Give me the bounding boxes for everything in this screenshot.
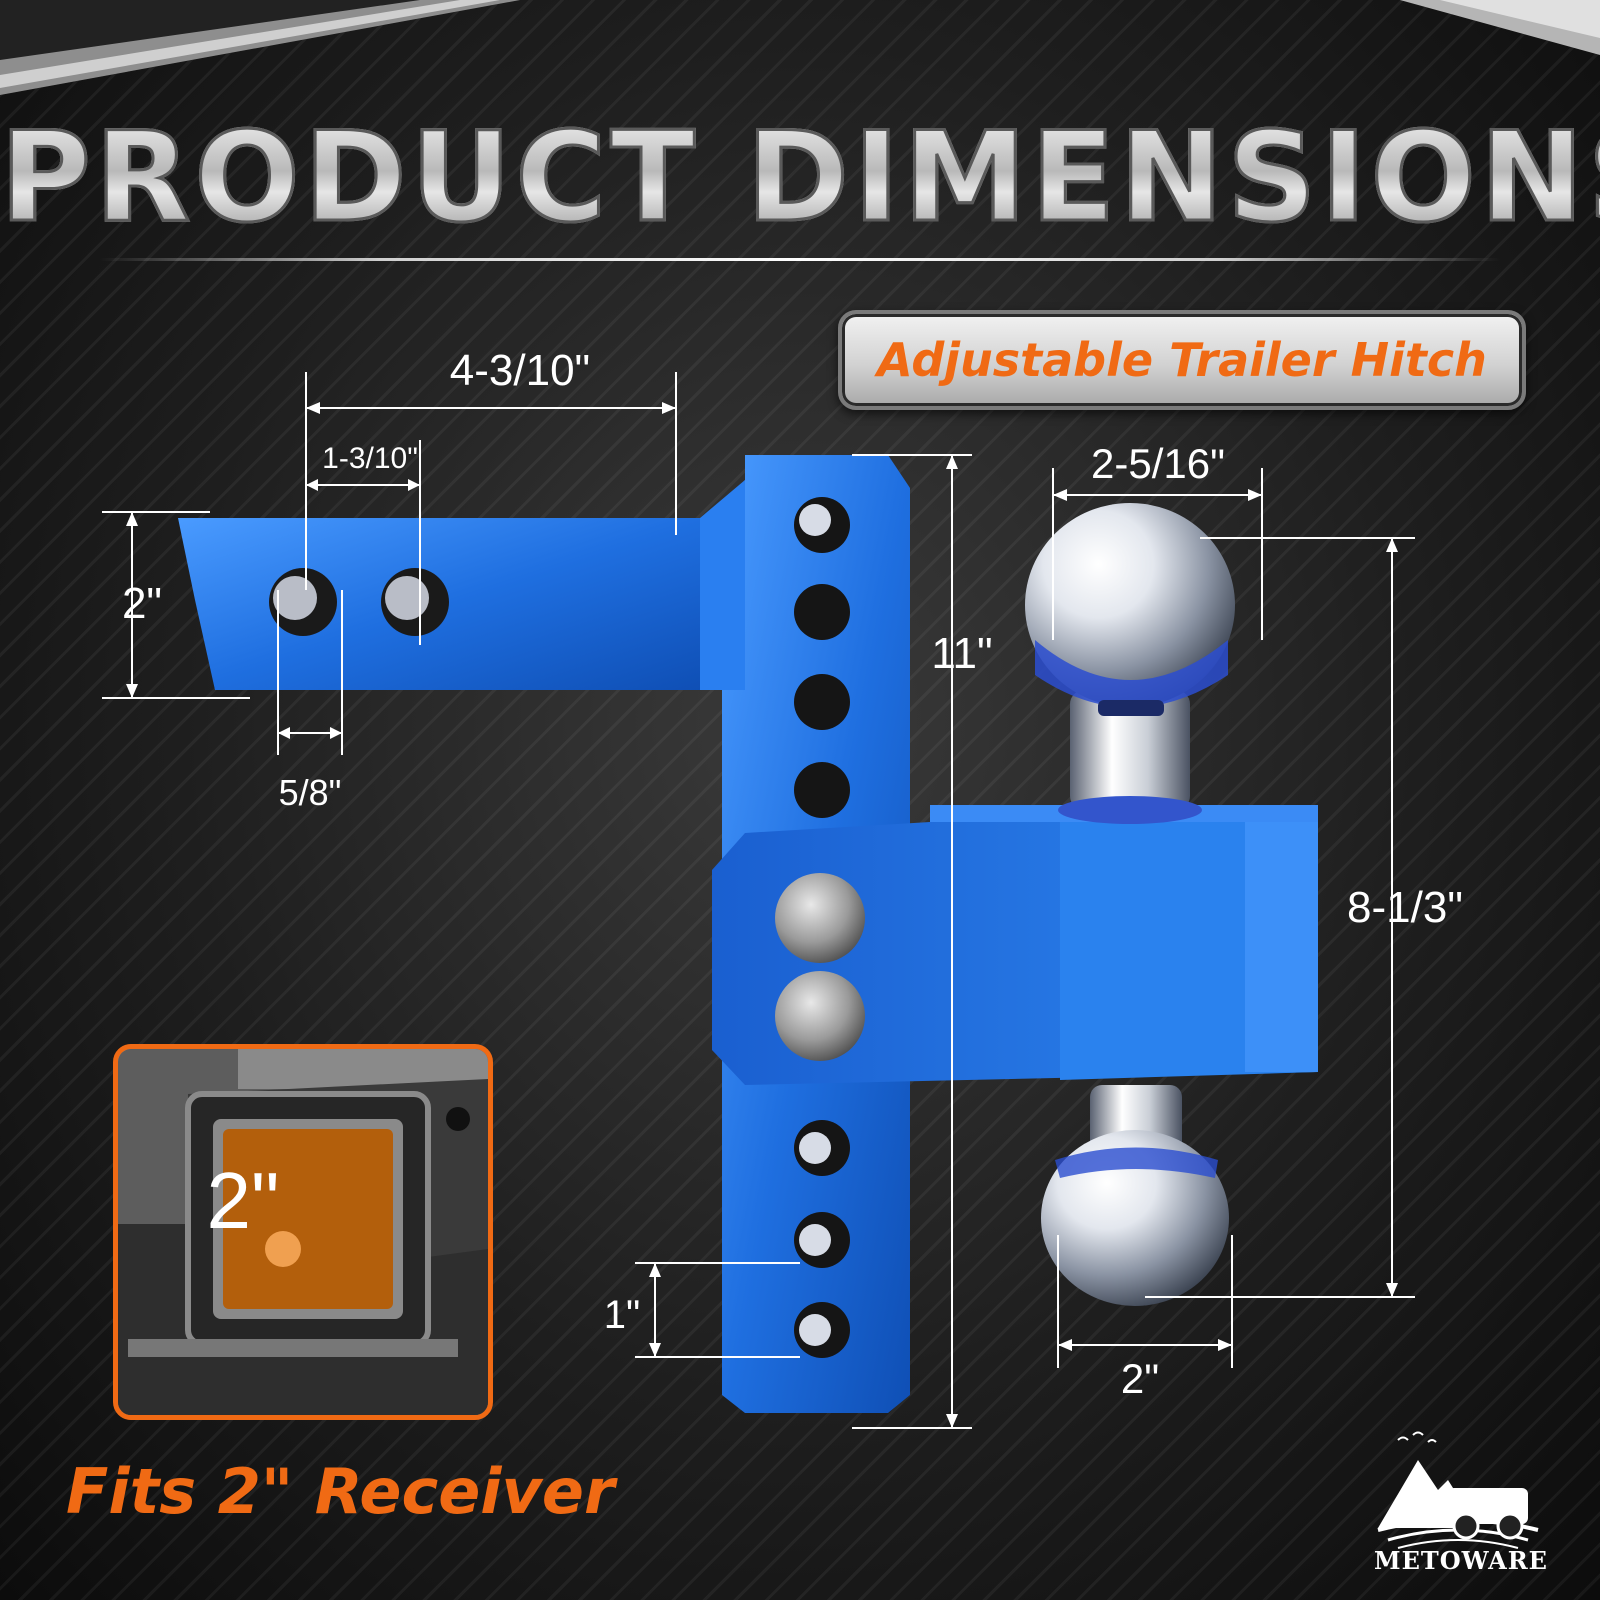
dim-hole-spacing: 1-3/10" <box>322 442 418 475</box>
product-type-badge: Adjustable Trailer Hitch <box>838 310 1526 410</box>
dim-shank-height: 2" <box>122 579 162 628</box>
dim-hole-pitch: 1" <box>604 1293 640 1337</box>
brand-logo-icon <box>1377 1431 1539 1549</box>
receiver-illustration <box>118 1049 488 1415</box>
fit-caption: Fits 2" Receiver <box>66 1455 615 1528</box>
badge-label: Adjustable Trailer Hitch <box>877 333 1487 387</box>
dim-shank-length: 4-3/10" <box>450 346 590 395</box>
top-left-metal-band <box>0 0 1600 95</box>
title-divider <box>100 258 1500 261</box>
dim-pin-hole: 5/8" <box>279 772 342 813</box>
dim-ball-large: 2-5/16" <box>1091 440 1225 487</box>
small-hitch-ball <box>1041 1085 1229 1306</box>
dimension-lines <box>102 372 1415 1429</box>
brand-name: METOWARE <box>1374 1546 1548 1575</box>
dim-total-height: 11" <box>931 629 992 678</box>
drop-bar-holes <box>794 497 850 1358</box>
receiver-size-label: 2" <box>206 1156 280 1245</box>
dim-ball-small: 2" <box>1121 1355 1159 1402</box>
page-title: PRODUCT DIMENSIONS <box>0 106 1600 250</box>
lock-pin <box>775 873 865 963</box>
receiver-inset-photo <box>113 1044 493 1420</box>
dimension-arrows <box>126 402 1398 1428</box>
dimension-labels: 4-3/10" 1-3/10" 2" 5/8" 11" 2-5/16" 8-1/… <box>122 346 1463 1402</box>
dim-mount-height: 8-1/3" <box>1347 883 1463 932</box>
lock-pin <box>775 971 865 1061</box>
large-hitch-ball <box>1025 503 1235 824</box>
